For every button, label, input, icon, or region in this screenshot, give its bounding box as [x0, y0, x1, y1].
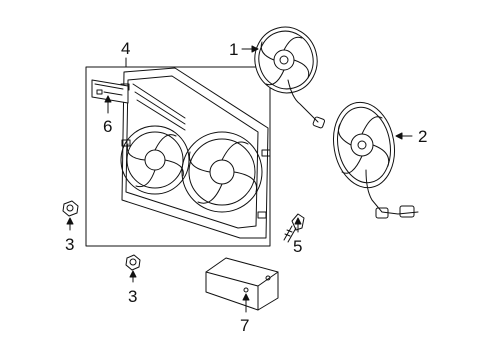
- mounting-bracket: [205, 257, 279, 311]
- callout-3-upper: 3: [65, 235, 75, 254]
- callout-7: 7: [240, 316, 250, 335]
- fan-shroud: [120, 67, 271, 239]
- arrowhead-7: [242, 293, 250, 301]
- label-plate: [91, 79, 129, 104]
- callout-1: 1: [229, 40, 239, 59]
- nut-upper: [62, 200, 79, 217]
- callout-4: 4: [121, 39, 131, 58]
- nut-lower: [125, 254, 141, 271]
- assembly-box: [85, 66, 271, 247]
- arrowhead-3a: [66, 217, 74, 225]
- fan-motor-2: [333, 101, 419, 219]
- callout-3-lower: 3: [128, 287, 138, 306]
- arrowhead-2: [395, 132, 403, 140]
- arrowhead-6: [104, 95, 112, 103]
- callout-2: 2: [418, 127, 428, 146]
- arrowhead-3b: [129, 270, 137, 278]
- callout-6: 6: [103, 117, 113, 136]
- callout-5: 5: [293, 237, 303, 256]
- fan-motor-1: [254, 26, 326, 129]
- arrowhead-1: [251, 45, 259, 53]
- arrowhead-5: [294, 217, 302, 225]
